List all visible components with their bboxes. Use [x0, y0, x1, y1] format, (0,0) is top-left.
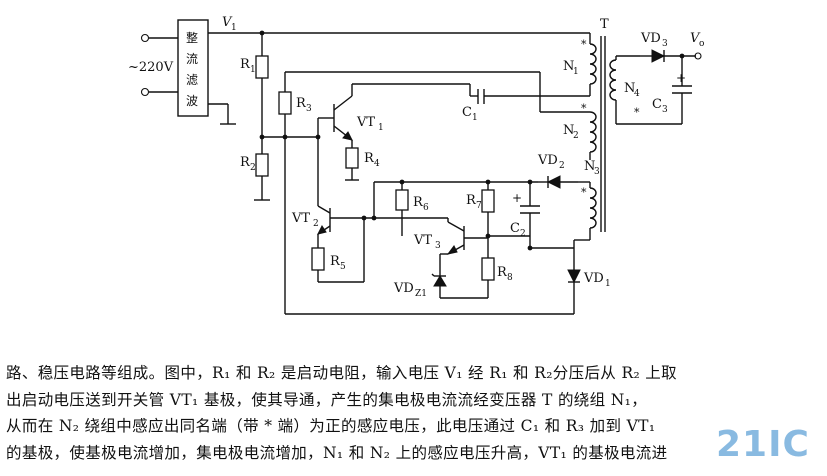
v1-label: V [222, 15, 233, 30]
vt1-label: VT [356, 115, 375, 130]
vt3-sub: 3 [435, 241, 441, 251]
resistor-r3 [278, 91, 292, 115]
vdz1-label: VD [393, 281, 414, 296]
r6-sub: 6 [423, 203, 429, 213]
vd1-return: VD 1 [284, 137, 611, 315]
v1-sub: 1 [231, 23, 237, 33]
vd2-rail: VD 2 [373, 153, 578, 218]
r2-sub: 2 [250, 163, 256, 173]
r1-sub: 1 [250, 65, 256, 75]
watermark-text: 21IC [716, 424, 810, 465]
rectifier-char-4: 波 [186, 94, 198, 108]
vd1-label: VD [583, 271, 604, 286]
rectifier-char-2: 流 [186, 52, 198, 66]
n1-dot: * [581, 38, 587, 51]
input-voltage-label: ~220V [128, 60, 174, 75]
rectifier-char-3: 滤 [186, 73, 198, 87]
c3-sub: 3 [662, 105, 668, 115]
resistor-r5 [311, 247, 325, 271]
vd2-label: VD [537, 153, 558, 168]
r3-label: R [296, 96, 307, 111]
vo-label: V [690, 31, 701, 46]
c3-plus: + [676, 71, 686, 85]
n2-sub: 2 [573, 131, 579, 141]
r4-sub: 4 [374, 159, 380, 169]
r7-sub: 7 [476, 201, 482, 211]
vdz1-sub: Z1 [415, 289, 427, 299]
start-divider: R 1 R 2 [240, 33, 270, 201]
capacitor-c2: + C 2 [510, 182, 540, 239]
v1-rail: V 1 [208, 15, 590, 36]
vt2-label: VT [291, 211, 310, 226]
vt3-label: VT [413, 233, 432, 248]
vt1-sub: 1 [378, 123, 384, 133]
n1-sub: 1 [573, 67, 579, 77]
n4-dot: * [634, 106, 640, 119]
ac-input: ~220V [128, 33, 178, 97]
circuit-schematic: ~220V 整 流 滤 波 V 1 R 1 R 2 [128, 15, 704, 315]
c1-label: C [462, 105, 472, 120]
c1-sub: 1 [472, 113, 478, 123]
vd3-label: VD [640, 31, 661, 46]
r3-sub: 3 [306, 104, 312, 114]
description-line-2: 出启动电压送到开关管 VT₁ 基极，使其导通，产生的集电极电流流经变压器 T 的… [6, 390, 648, 409]
transformer-label: T [600, 17, 609, 32]
resistor-r6 [395, 189, 409, 211]
c2-label: C [510, 221, 520, 236]
vt2-sub: 2 [313, 219, 319, 229]
vd2-sub: 2 [559, 161, 565, 171]
watermark-logo: 21IC [716, 424, 826, 476]
vd1-sub: 1 [605, 279, 611, 289]
description-line-3: 从而在 N₂ 绕组中感应出同名端（带 * 端）为正的感应电压，此电压通过 C₁ … [6, 417, 656, 435]
n4-label: N [624, 81, 635, 96]
description-line-4: 的基极，使基极电流增加，集电极电流增加，N₁ 和 N₂ 上的感应电压升高，VT₁… [6, 443, 668, 462]
n2-dot: * [581, 102, 587, 115]
resistor-r2 [255, 153, 269, 177]
resistor-r4 [345, 147, 359, 169]
description-text: 路、稳压电路等组成。图中，R₁ 和 R₂ 是启动电阻，输入电压 V₁ 经 R₁ … [6, 360, 826, 466]
regulator-stage: R 6 R 7 R 8 VT 3 VD Z1 [374, 182, 530, 299]
transformer-t: T * N 1 * N 2 * N 3 N 4 * [539, 17, 682, 241]
r5-label: R [330, 254, 341, 269]
r6-label: R [413, 195, 424, 210]
r7-label: R [466, 193, 477, 208]
vt1-stage: R 3 VT 1 R 4 [262, 71, 540, 181]
r5-sub: 5 [340, 262, 346, 272]
n3-label: N [584, 159, 595, 174]
output-stage: VD 3 V o + C 3 [640, 31, 704, 124]
c2-sub: 2 [520, 229, 526, 239]
r8-sub: 8 [507, 273, 513, 283]
description-line-1: 路、稳压电路等组成。图中，R₁ 和 R₂ 是启动电阻，输入电压 V₁ 经 R₁ … [6, 364, 677, 382]
capacitor-c1: C 1 [462, 84, 590, 123]
r4-label: R [364, 151, 375, 166]
rectifier-filter-block: 整 流 滤 波 [177, 19, 236, 125]
vd3-sub: 3 [662, 39, 668, 49]
vt2-stage: VT 2 R 5 [291, 137, 377, 283]
vo-sub: o [699, 39, 704, 49]
r8-label: R [497, 265, 508, 280]
n2-label: N [563, 123, 574, 138]
n1-label: N [563, 59, 574, 74]
rectifier-char-1: 整 [186, 30, 198, 45]
n3-dot: * [581, 186, 587, 199]
resistor-r8 [481, 257, 495, 281]
n4-sub: 4 [634, 89, 640, 99]
c3-label: C [652, 97, 662, 112]
r2-label: R [240, 155, 251, 170]
c2-plus: + [512, 191, 522, 205]
resistor-r1 [255, 55, 269, 79]
r1-label: R [240, 57, 251, 72]
n3-sub: 3 [594, 167, 600, 177]
resistor-r7 [481, 189, 495, 213]
